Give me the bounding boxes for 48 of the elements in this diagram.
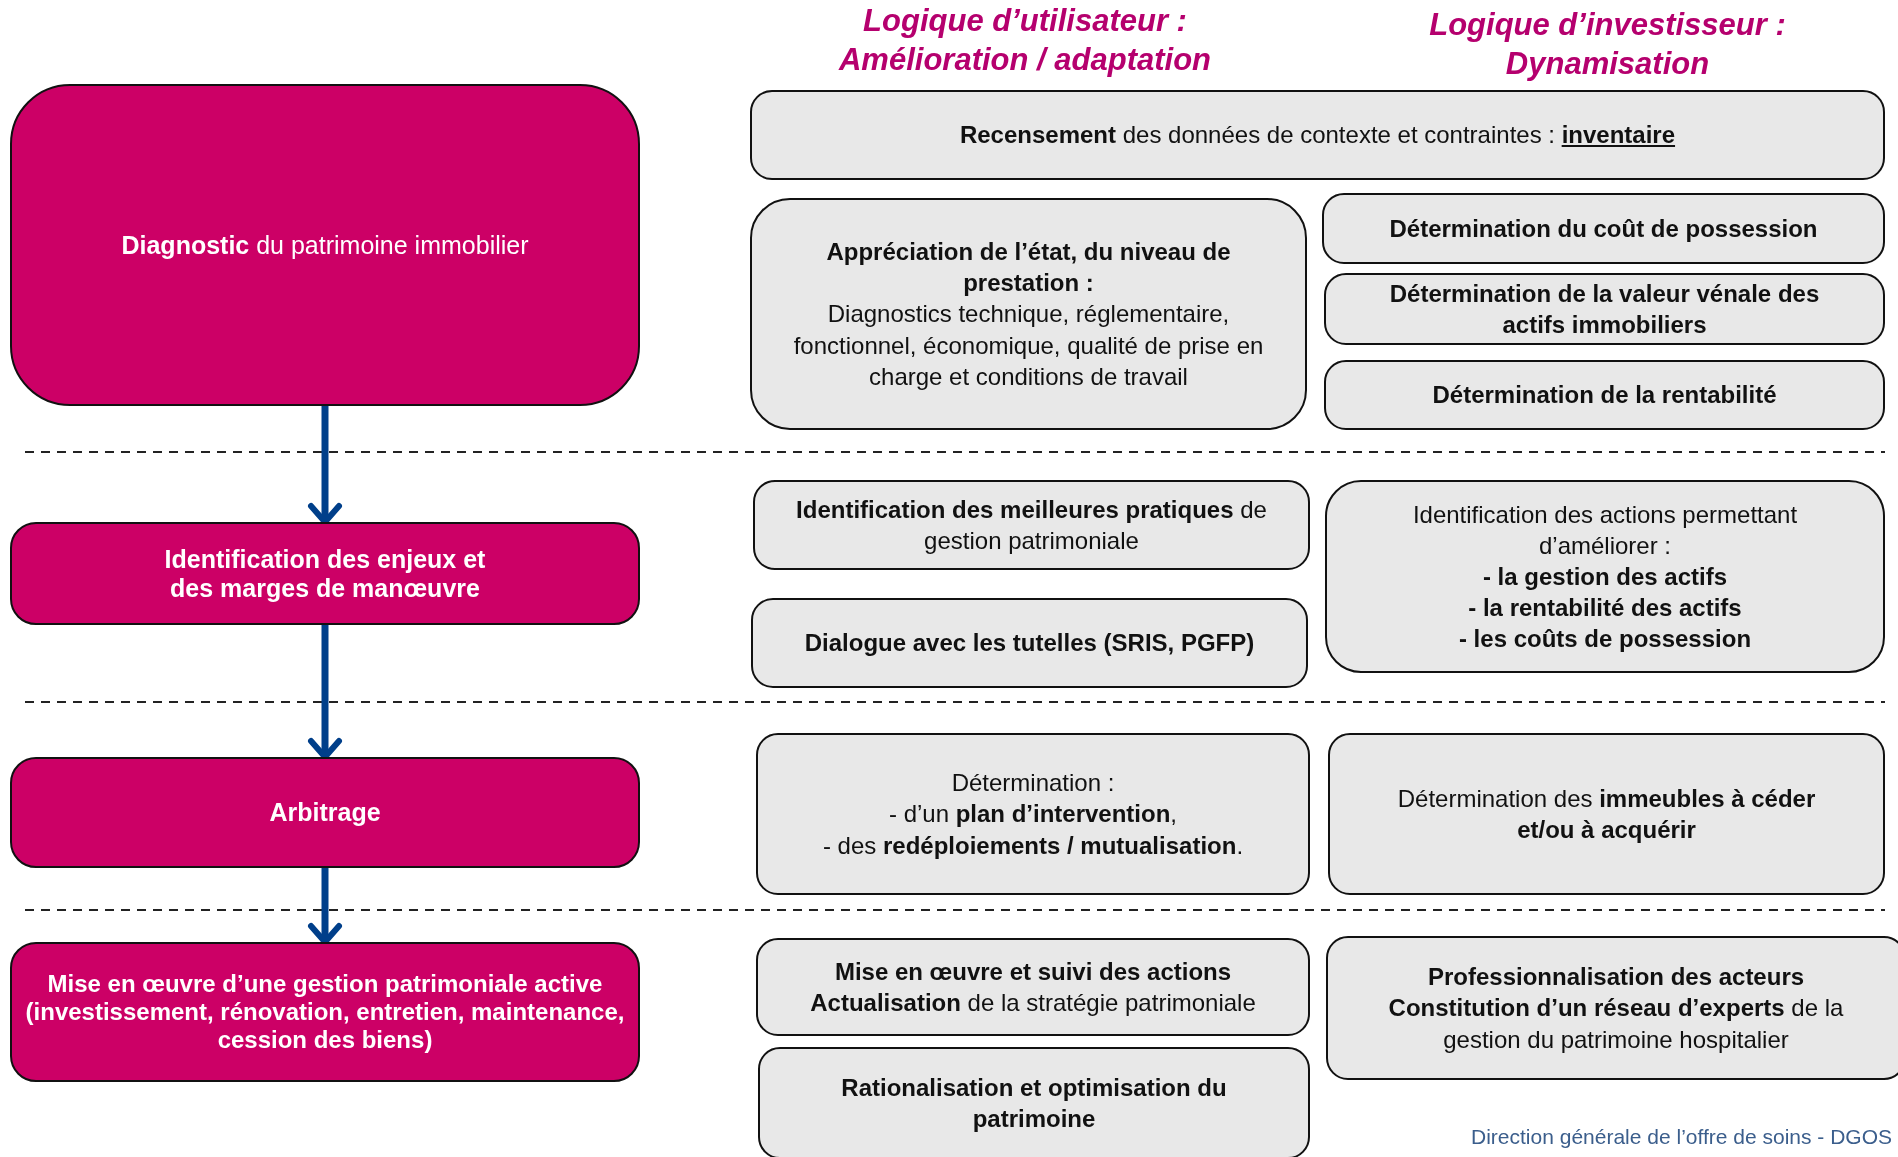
box-text: Rationalisation et optimisation du patrimoine [840, 1072, 1228, 1134]
box-text: Mise en œuvre d’une gestion patrimoniale active (investissement, rénovation, entretien, maintenance, cession des biens) [24, 970, 626, 1054]
box-text: Recensement des données de contexte et contraintes : inventaire [959, 120, 1676, 151]
box-text: Identification des enjeux et des marges de manœuvre [163, 544, 487, 603]
column-heading: Logique d’investisseur : Dynamisation [1428, 6, 1787, 83]
action-box [750, 90, 1885, 180]
step-box [10, 757, 640, 868]
action-box [750, 198, 1307, 430]
column-heading: Logique d’utilisateur : Amélioration / adaptation [837, 2, 1212, 79]
box-text: Détermination : [951, 768, 1115, 799]
arrow [308, 868, 342, 945]
action-box [751, 598, 1308, 688]
action-box [758, 1047, 1310, 1157]
box-text: Actualisation de la stratégie patrimoniale [810, 988, 1256, 1018]
box-text: Identification des actions permettant d’améliorer : [1411, 499, 1799, 561]
box-text: - la rentabilité des actifs [1468, 593, 1742, 624]
arrow [308, 625, 342, 760]
action-box [756, 938, 1310, 1036]
action-box [1324, 273, 1885, 345]
action-box [1326, 936, 1898, 1080]
box-text: - d’un plan d’intervention, [888, 799, 1178, 830]
box-text: - la gestion des actifs [1482, 561, 1728, 592]
source-note: Direction générale de l’offre de soins - DGOS [1471, 1125, 1892, 1149]
box-text: Diagnostics technique, réglementaire, fonctionnel, économique, qualité de prise en charge et conditions de travail [792, 299, 1265, 392]
box-text: Détermination de la rentabilité [1432, 380, 1777, 411]
arrow [308, 406, 342, 525]
step-box [10, 522, 640, 625]
box-text: Dialogue avec les tutelles (SRIS, PGFP) [804, 628, 1255, 659]
box-text: - les coûts de possession [1458, 624, 1752, 655]
box-heading: Mise en œuvre et suivi des actions [834, 956, 1232, 987]
box-text: Détermination des immeubles à céder et/ou à acquérir [1396, 783, 1817, 845]
box-text: Constitution d’un réseau d’experts de la gestion du patrimoine hospitalier [1387, 993, 1845, 1055]
action-box [1322, 193, 1885, 264]
step-box [10, 942, 640, 1082]
box-text: Diagnostic du patrimoine immobilier [121, 230, 529, 260]
box-text: Détermination du coût de possession [1389, 213, 1818, 244]
action-box [1325, 480, 1885, 673]
box-heading: Professionnalisation des acteurs [1427, 962, 1805, 993]
box-text: Arbitrage [269, 798, 381, 827]
action-box [756, 733, 1310, 895]
action-box [753, 480, 1310, 570]
action-box [1328, 733, 1885, 895]
box-text: Identification des meilleures pratiques de gestion patrimoniale [795, 494, 1268, 556]
step-box [10, 84, 640, 406]
box-heading: Appréciation de l’état, du niveau de prestation : [825, 237, 1232, 299]
action-box [1324, 360, 1885, 430]
box-text: - des redéploiements / mutualisation. [822, 830, 1244, 861]
box-text: Détermination de la valeur vénale des actifs immobiliers [1388, 278, 1821, 340]
